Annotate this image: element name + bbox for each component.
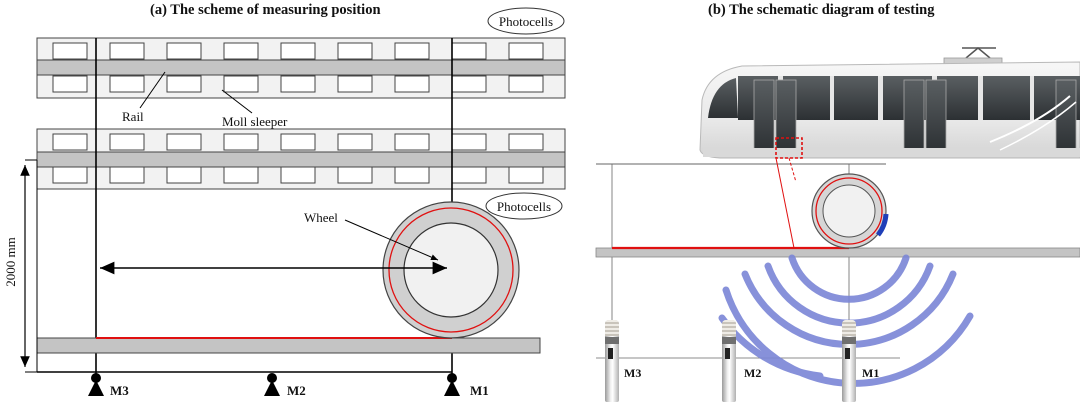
ground-rail	[36, 337, 541, 354]
panel-a: 2000 mm M3 M2 M1 Photocells Photocells	[3, 7, 566, 398]
upper-rail	[36, 59, 566, 76]
lower-track	[36, 128, 566, 190]
zoom-box	[775, 137, 803, 159]
panel-b	[595, 47, 1080, 396]
sensor-m1: M1	[444, 373, 489, 398]
photocells-callout-mid: Photocells	[485, 192, 563, 220]
upper-track	[36, 37, 566, 99]
upper-sleeper-openings	[52, 42, 544, 93]
rail-b	[595, 247, 1080, 258]
dimension-label: 2000 mm	[3, 237, 18, 286]
tram	[699, 47, 1080, 159]
wheel-magnified	[811, 173, 889, 249]
sleeper-label: Moll sleeper	[222, 114, 288, 129]
panel-b-title: (b) The schematic diagram of testing	[708, 2, 935, 18]
photocells-top-label: Photocells	[499, 14, 553, 29]
sensor-m2: M2	[264, 373, 306, 398]
microphone-m1	[842, 320, 856, 402]
wheel-label: Wheel	[304, 210, 338, 225]
sensor-m2-label: M2	[287, 383, 306, 398]
sensor-m3: M3	[88, 373, 129, 398]
microphone-m1-label: M1	[862, 366, 880, 380]
wheel-leader	[344, 219, 439, 261]
microphone-m2-label: M2	[744, 366, 762, 380]
microphone-m3-label: M3	[624, 366, 642, 380]
sensor-m1-label: M1	[470, 383, 489, 398]
microphone-m2	[722, 320, 736, 402]
wheel	[382, 201, 520, 339]
photocells-mid-label: Photocells	[497, 199, 551, 214]
rail-leader	[139, 71, 166, 109]
photocells-callout-top: Photocells	[487, 7, 565, 35]
lower-rail	[36, 151, 566, 168]
panel-a-title: (a) The scheme of measuring position	[150, 2, 381, 18]
sensor-m3-label: M3	[110, 383, 129, 398]
wheel-blue-marker	[875, 213, 889, 237]
sleeper-leader	[221, 89, 253, 114]
rail-label: Rail	[122, 109, 144, 124]
microphone-m3	[605, 320, 619, 402]
